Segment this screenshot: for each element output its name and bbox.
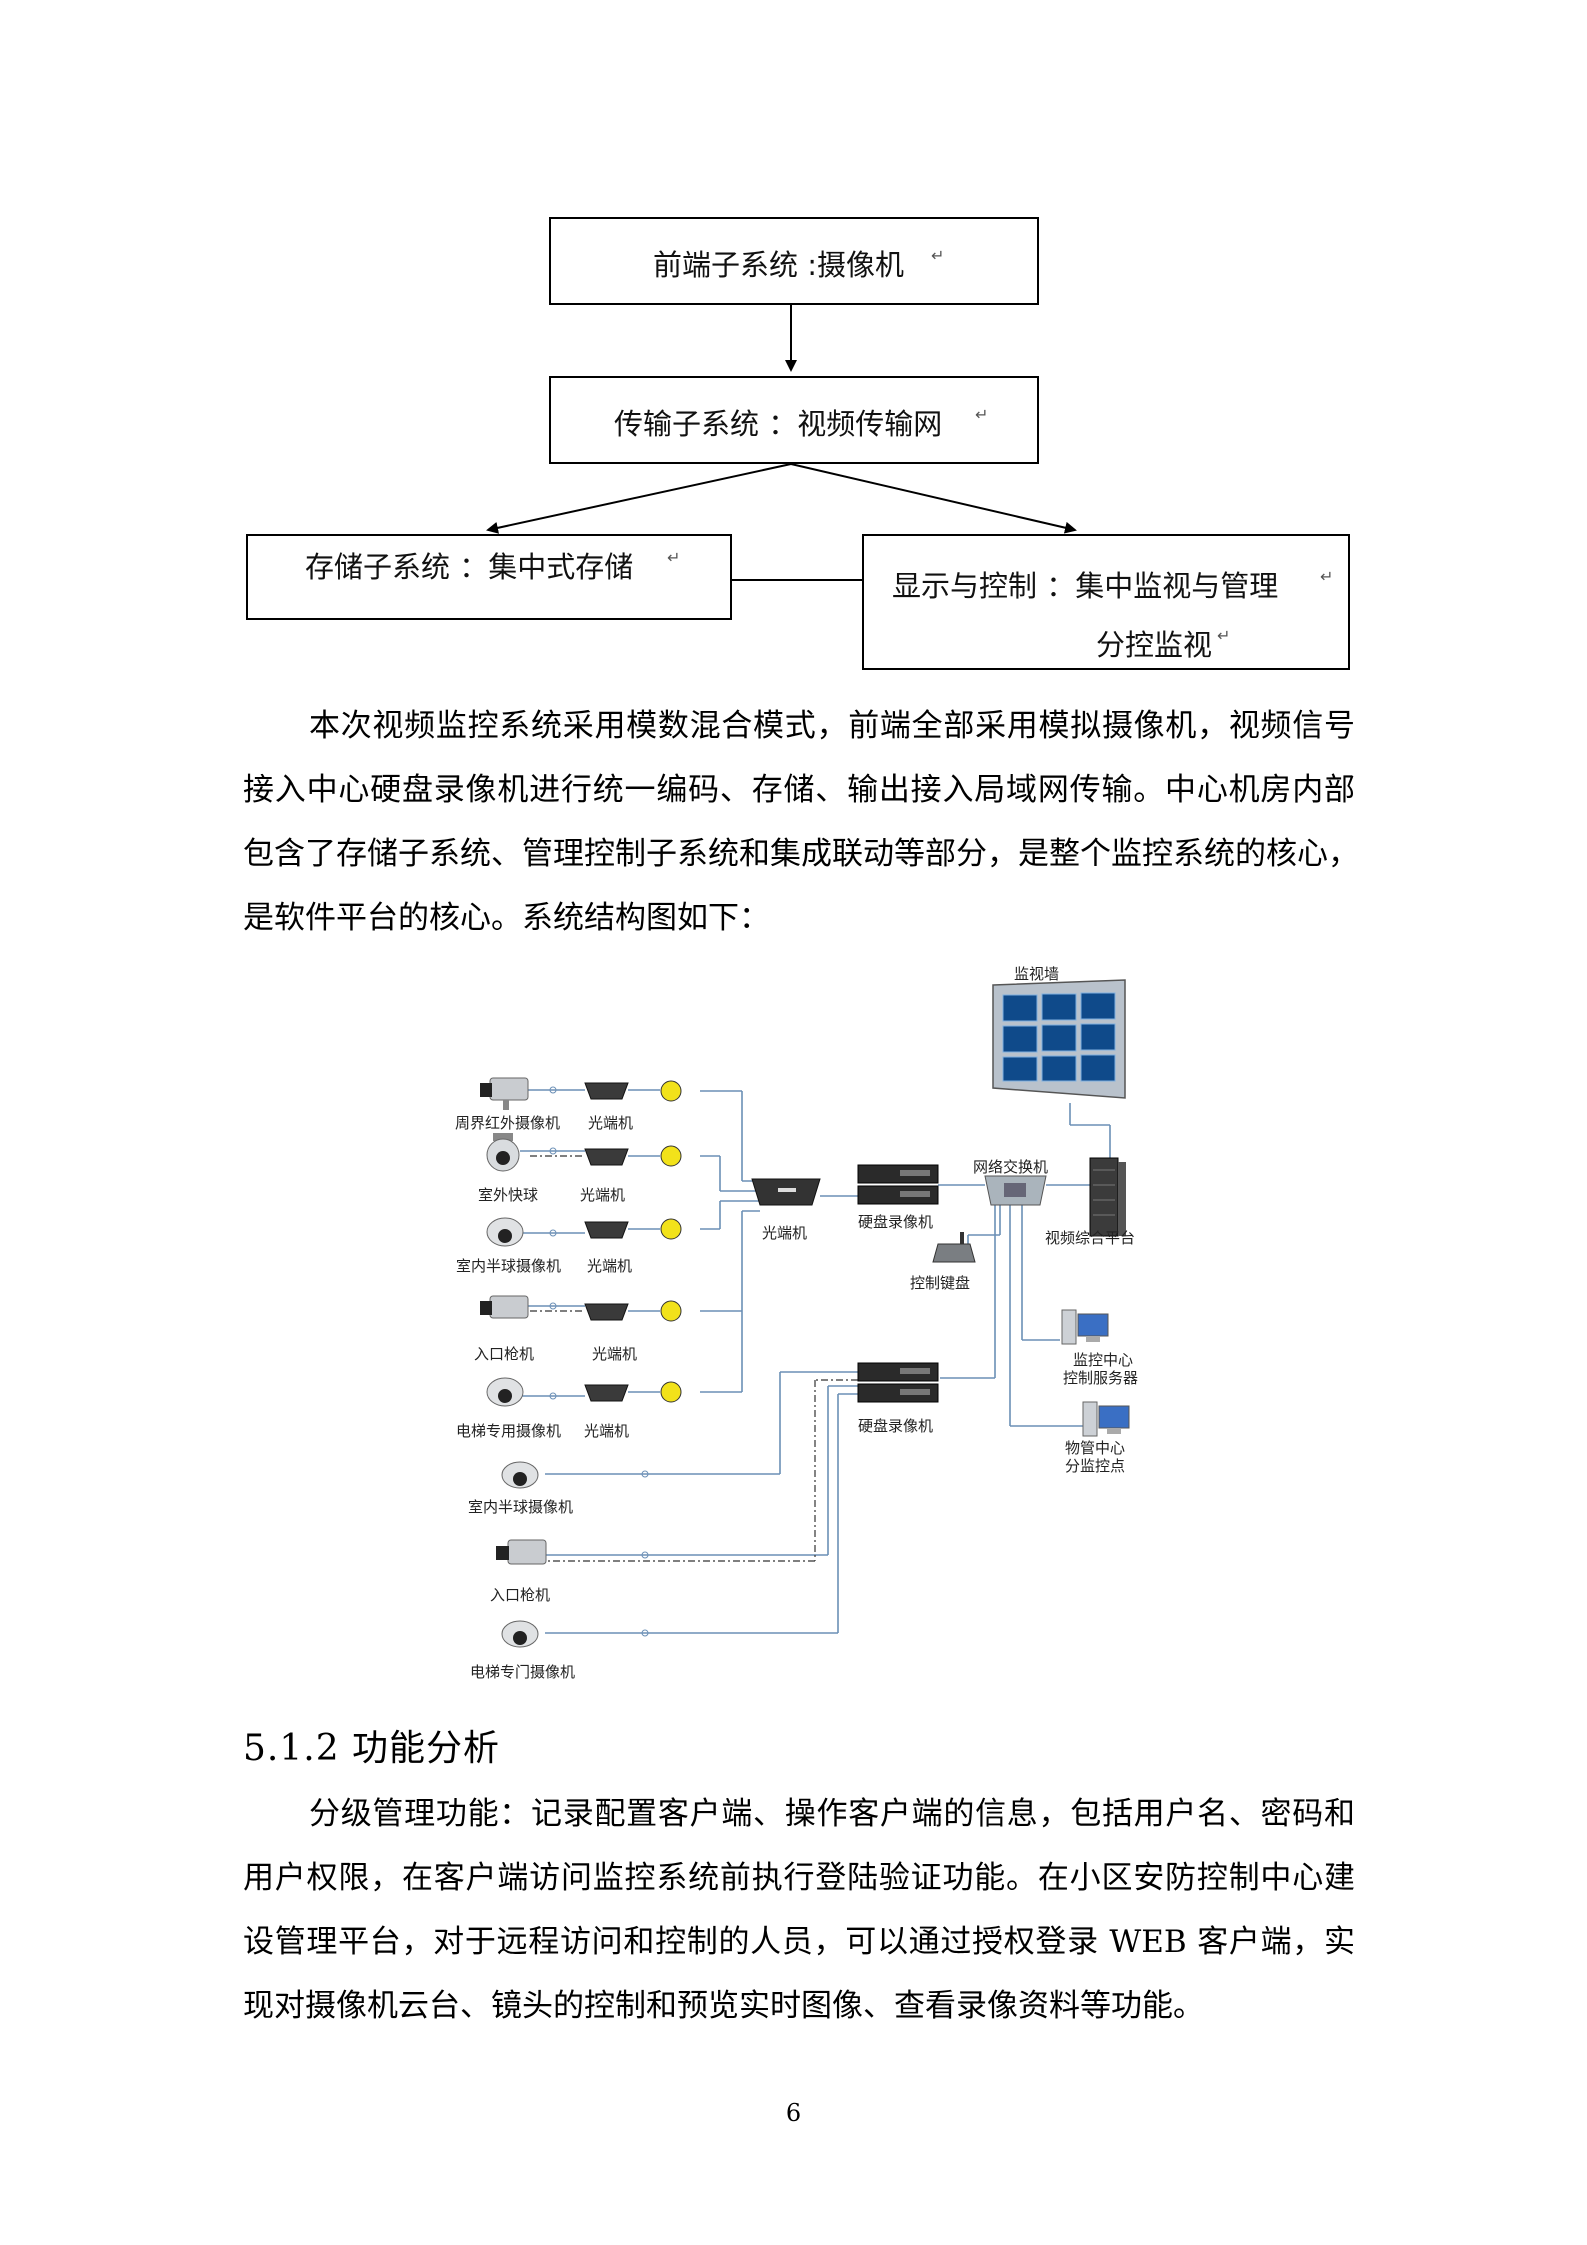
- dome-camera-icon: [486, 1217, 524, 1247]
- label-camera: 电梯专用摄像机: [456, 1422, 561, 1440]
- label-camera: 室内半球摄像机: [456, 1257, 561, 1275]
- control-keyboard-icon: [932, 1232, 976, 1263]
- paragraph-line: 现对摄像机云台、镜头的控制和预览实时图像、查看录像资料等功能。: [243, 1988, 1204, 2024]
- branch-computer-icon: [1082, 1401, 1130, 1437]
- speed-dome-icon: [486, 1133, 520, 1172]
- storage-subsystem-box: 存储子系统 ：集中式存储 ↵: [246, 534, 732, 620]
- display-control-box: 显示与控制 ：集中监视与管理 ↵ 分控监视 ↵: [862, 534, 1350, 670]
- return-mark: ↵: [1217, 626, 1231, 645]
- paragraph-line: 包含了存储子系统、管理控制子系统和集成联动等部分，是整个监控系统的核心，: [243, 836, 1359, 872]
- paragraph-line: 本次视频监控系统采用模数混合模式，前端全部采用模拟摄像机，视频信号: [309, 708, 1355, 744]
- label-camera: 电梯专门摄像机: [470, 1663, 575, 1681]
- label-server-line1: 监控中心: [1073, 1351, 1133, 1369]
- label-main-optical: 光端机: [762, 1224, 807, 1242]
- front-end-subsystem-box: 前端子系统 :摄像机 ↵: [549, 217, 1039, 305]
- dome-camera-icon: [486, 1377, 524, 1407]
- system-structure-diagram: 监视墙 周界红外摄像机 光端机 室外快球 光端机 室内半球摄像机 光端机 入口枪…: [455, 965, 1138, 1681]
- transmission-subsystem-box: 传输子系统 ：视频传输网 ↵: [549, 376, 1039, 464]
- intro-paragraph: 本次视频监控系统采用模数混合模式，前端全部采用模拟摄像机，视频信号 接入中心硬盘…: [243, 694, 1359, 950]
- section-heading: 5.1.2 功能分析: [243, 1728, 501, 1769]
- front-end-subsystem-label: 前端子系统 :摄像机: [653, 248, 904, 282]
- flowchart-connectors: [486, 305, 1077, 581]
- paragraph-line: 接入中心硬盘录像机进行统一编码、存储、输出接入局域网传输。中心机房内部: [243, 772, 1355, 808]
- page-number: 6: [785, 2099, 802, 2127]
- label-camera: 入口枪机: [474, 1345, 534, 1363]
- storage-subsystem-label: 存储子系统 ：集中式存储: [305, 550, 634, 584]
- label-camera: 室外快球: [478, 1186, 538, 1204]
- video-platform-icon: [1089, 1157, 1126, 1237]
- display-control-label: 显示与控制 ：集中监视与管理: [892, 569, 1279, 603]
- diagram-wiring: [545, 1090, 1111, 1634]
- display-control-label-2: 分控监视: [1096, 628, 1213, 662]
- surge-protector-icon: [660, 1080, 682, 1403]
- paragraph-line: 用户权限，在客户端访问监控系统前执行登陆验证功能。在小区安防控制中心建: [243, 1860, 1355, 1896]
- return-mark: ↵: [931, 246, 945, 265]
- label-branch-line1: 物管中心: [1065, 1439, 1125, 1457]
- label-optical: 光端机: [580, 1186, 625, 1204]
- return-mark: ↵: [667, 548, 681, 567]
- return-mark: ↵: [975, 405, 989, 424]
- label-dvr: 硬盘录像机: [858, 1213, 933, 1231]
- network-switch-icon: [984, 1175, 1047, 1206]
- dvr-icon: [857, 1164, 939, 1205]
- label-server-line2: 控制服务器: [1063, 1369, 1138, 1387]
- connector-marker: [549, 1086, 649, 1637]
- label-optical: 光端机: [592, 1345, 637, 1363]
- label-camera: 周界红外摄像机: [455, 1114, 560, 1132]
- label-keyboard: 控制键盘: [910, 1274, 970, 1292]
- return-mark: ↵: [1320, 567, 1334, 586]
- paragraph-line: 是软件平台的核心。系统结构图如下：: [243, 900, 770, 936]
- bullet-camera-icon: [480, 1077, 529, 1110]
- paragraph-line: 分级管理功能：记录配置客户端、操作客户端的信息，包括用户名、密码和: [309, 1796, 1355, 1832]
- label-branch: 物管中心 分监控点: [1065, 1439, 1130, 1475]
- paragraph-line: 设管理平台，对于远程访问和控制的人员，可以通过授权登录 WEB 客户端，实: [243, 1924, 1355, 1960]
- label-camera: 入口枪机: [490, 1586, 550, 1604]
- label-optical: 光端机: [588, 1114, 633, 1132]
- label-server: 监控中心 控制服务器: [1063, 1351, 1138, 1387]
- label-optical: 光端机: [587, 1257, 632, 1275]
- function-paragraph: 分级管理功能：记录配置客户端、操作客户端的信息，包括用户名、密码和 用户权限，在…: [243, 1782, 1355, 2038]
- label-monitor-wall: 监视墙: [1014, 965, 1059, 983]
- label-branch-line2: 分监控点: [1065, 1457, 1125, 1475]
- monitor-wall-icon: [992, 979, 1126, 1099]
- diagram-dashed-lines: [530, 1155, 858, 1562]
- dvr-icon: [857, 1362, 939, 1403]
- main-optical-transceiver-icon: [751, 1178, 821, 1206]
- label-camera: 室内半球摄像机: [468, 1498, 573, 1516]
- transmission-subsystem-label: 传输子系统 ：视频传输网: [614, 407, 943, 441]
- dome-camera-icon: [501, 1620, 539, 1648]
- label-dvr: 硬盘录像机: [858, 1417, 933, 1435]
- dome-camera-icon: [501, 1461, 539, 1489]
- label-optical: 光端机: [584, 1422, 629, 1440]
- bullet-camera-icon: [480, 1295, 529, 1319]
- optical-transceiver-icon: [584, 1082, 629, 1402]
- label-platform: 视频综合平台: [1045, 1229, 1135, 1247]
- bullet-camera-icon: [496, 1539, 547, 1565]
- label-switch: 网络交换机: [973, 1158, 1048, 1176]
- diagram-fiber-lines: [520, 1089, 660, 1397]
- server-computer-icon: [1061, 1309, 1109, 1345]
